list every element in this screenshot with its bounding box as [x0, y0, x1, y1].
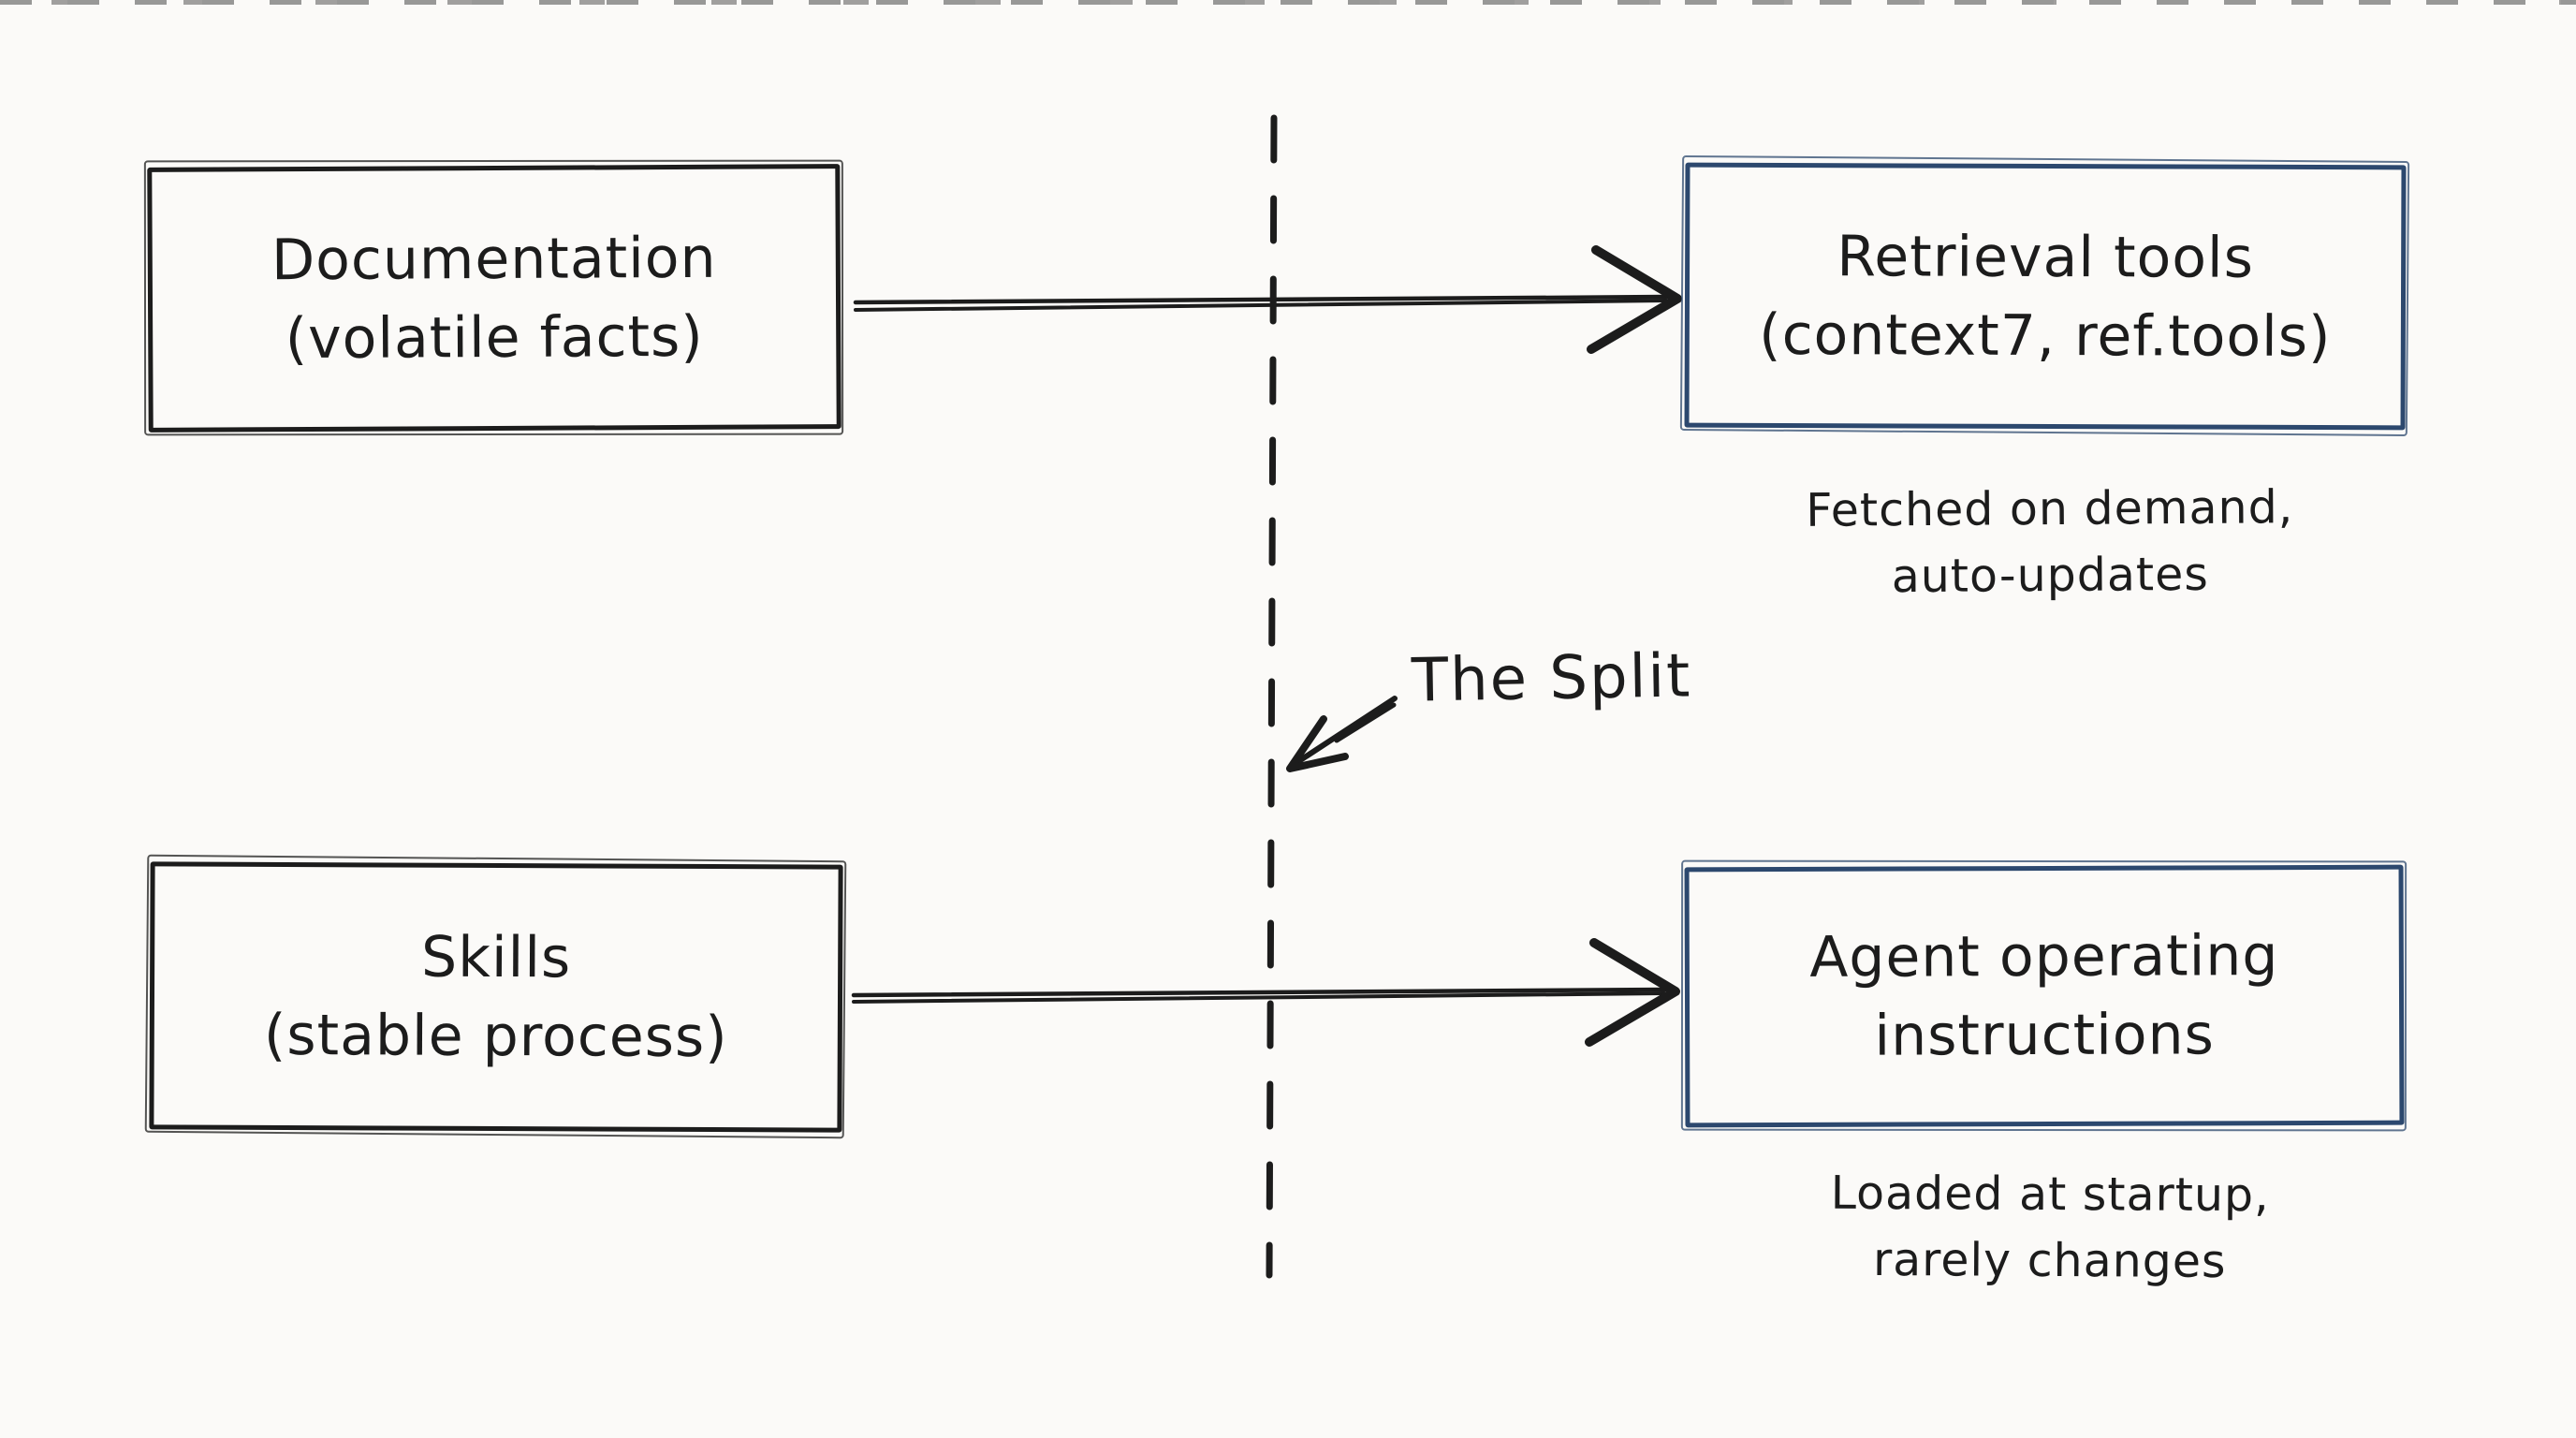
documentation-box-line1: Documentation — [271, 225, 717, 293]
skills-box-line1: Skills — [420, 924, 572, 991]
split-pointer-arrow — [1286, 696, 1398, 772]
agent-caption-line1: Loaded at startup, — [1830, 1166, 2270, 1223]
retrieval-caption-line2: auto-updates — [1891, 547, 2209, 604]
page-top-edge-artifact — [0, 0, 2576, 5]
agent-instructions-box-line2: instructions — [1874, 1002, 2215, 1069]
documentation-box: Documentation (volatile facts) — [147, 164, 842, 433]
documentation-box-line2: (volatile facts) — [285, 303, 704, 372]
agent-instructions-box: Agent operating instructions — [1684, 864, 2405, 1128]
retrieval-caption: Fetched on demand, auto-updates — [1722, 474, 2378, 611]
skills-box-line2: (stable process) — [263, 1002, 728, 1071]
flow-arrow-bottom — [851, 938, 1680, 1047]
retrieval-tools-box: Retrieval tools (context7, ref.tools) — [1684, 162, 2407, 431]
split-divider-line — [1266, 114, 1278, 1279]
flow-arrow-top — [853, 245, 1682, 354]
agent-caption: Loaded at startup, rarely changes — [1722, 1159, 2378, 1296]
agent-caption-line2: rarely changes — [1872, 1233, 2227, 1288]
retrieval-caption-line1: Fetched on demand, — [1806, 480, 2294, 537]
retrieval-tools-box-line1: Retrieval tools — [1837, 223, 2255, 291]
retrieval-tools-box-line2: (context7, ref.tools) — [1759, 301, 2332, 370]
split-label: The Split — [1411, 641, 1692, 716]
agent-instructions-box-line1: Agent operating — [1809, 923, 2279, 990]
skills-box: Skills (stable process) — [149, 861, 843, 1133]
